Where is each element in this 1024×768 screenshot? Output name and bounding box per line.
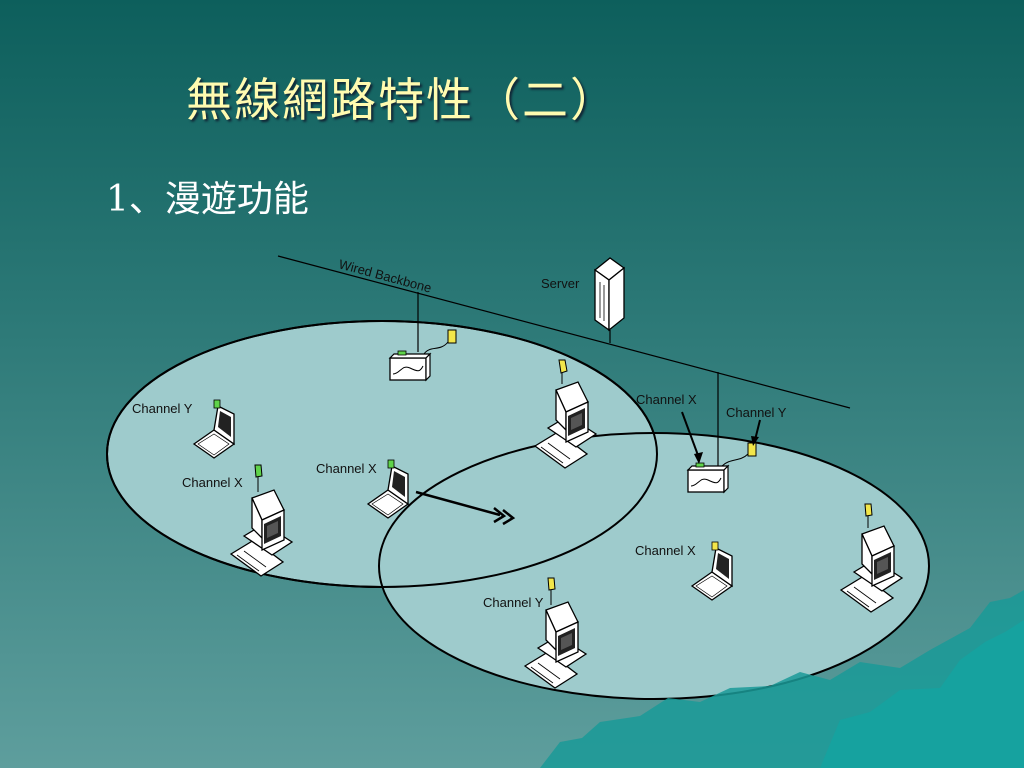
server-label: Server	[541, 276, 580, 291]
antenna-icon	[447, 329, 457, 344]
label-channel-x-cell2-laptop: Channel X	[635, 543, 696, 558]
antenna-icon	[254, 464, 263, 478]
antenna-icon	[558, 359, 568, 374]
roaming-arrow	[415, 490, 501, 517]
access-point-2-icon	[687, 462, 729, 493]
label-channel-x-ap2: Channel X	[636, 392, 697, 407]
wired-backbone-line	[277, 255, 851, 409]
coverage-cell-1-outline	[106, 320, 658, 588]
label-channel-x-roaming: Channel X	[316, 461, 377, 476]
antenna-icon	[547, 577, 556, 591]
bullet-text: 1、漫遊功能	[106, 179, 309, 220]
label-channel-y-laptop: Channel Y	[132, 401, 193, 416]
server-icon	[593, 257, 626, 332]
label-channel-y-ap2: Channel Y	[726, 405, 787, 420]
antenna-icon	[747, 442, 757, 457]
antenna-icon	[864, 503, 873, 517]
access-point-1-icon	[389, 350, 431, 381]
label-channel-y-cell2-desktop: Channel Y	[483, 595, 544, 610]
label-channel-x-desktop: Channel X	[182, 475, 243, 490]
slide-title: 無線網路特性（二）	[186, 73, 618, 127]
